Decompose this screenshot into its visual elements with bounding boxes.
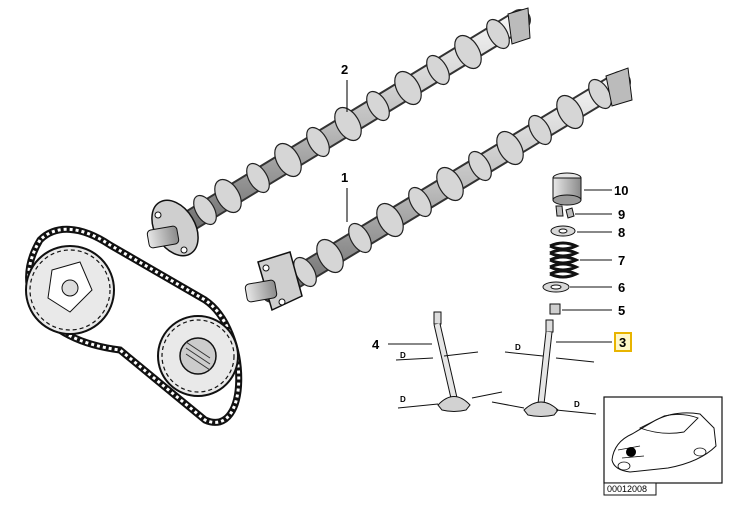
callout-1: 1 bbox=[341, 170, 348, 185]
dimension-d-label: D bbox=[574, 400, 580, 409]
camshaft-exhaust[interactable] bbox=[142, 7, 531, 264]
callout-9: 9 bbox=[618, 207, 625, 222]
dimension-d-label: D bbox=[400, 395, 406, 404]
callout-2: 2 bbox=[341, 62, 348, 77]
callout-4: 4 bbox=[372, 337, 380, 352]
upper-sprocket[interactable] bbox=[25, 245, 115, 335]
leader-lines bbox=[346, 80, 612, 345]
camshaft-intake[interactable] bbox=[244, 67, 633, 312]
valve-stem-seal[interactable] bbox=[549, 303, 561, 315]
callout-5: 5 bbox=[618, 303, 625, 318]
lower-sprocket[interactable] bbox=[157, 315, 239, 397]
intake-valve[interactable] bbox=[433, 311, 471, 412]
valve-keepers[interactable] bbox=[555, 205, 575, 219]
selected-part-highlight[interactable] bbox=[614, 332, 632, 352]
callout-7: 7 bbox=[618, 253, 625, 268]
dimension-d-label: D bbox=[515, 343, 521, 352]
dimension-arrows bbox=[395, 351, 597, 415]
vehicle-location-inset: 00012008 bbox=[603, 396, 723, 496]
reference-code: 00012008 bbox=[607, 484, 647, 494]
callout-3[interactable]: 3 bbox=[619, 335, 626, 350]
exhaust-valve[interactable] bbox=[523, 319, 559, 417]
location-dot bbox=[626, 447, 636, 457]
callout-8: 8 bbox=[618, 225, 625, 240]
bucket-tappet[interactable] bbox=[552, 172, 582, 206]
spring-seat[interactable] bbox=[542, 281, 570, 293]
valve-spring[interactable] bbox=[549, 241, 580, 279]
callout-6: 6 bbox=[618, 280, 625, 295]
callout-10: 10 bbox=[614, 183, 628, 198]
dimension-d-label: D bbox=[400, 351, 406, 360]
spring-retainer[interactable] bbox=[550, 225, 576, 237]
